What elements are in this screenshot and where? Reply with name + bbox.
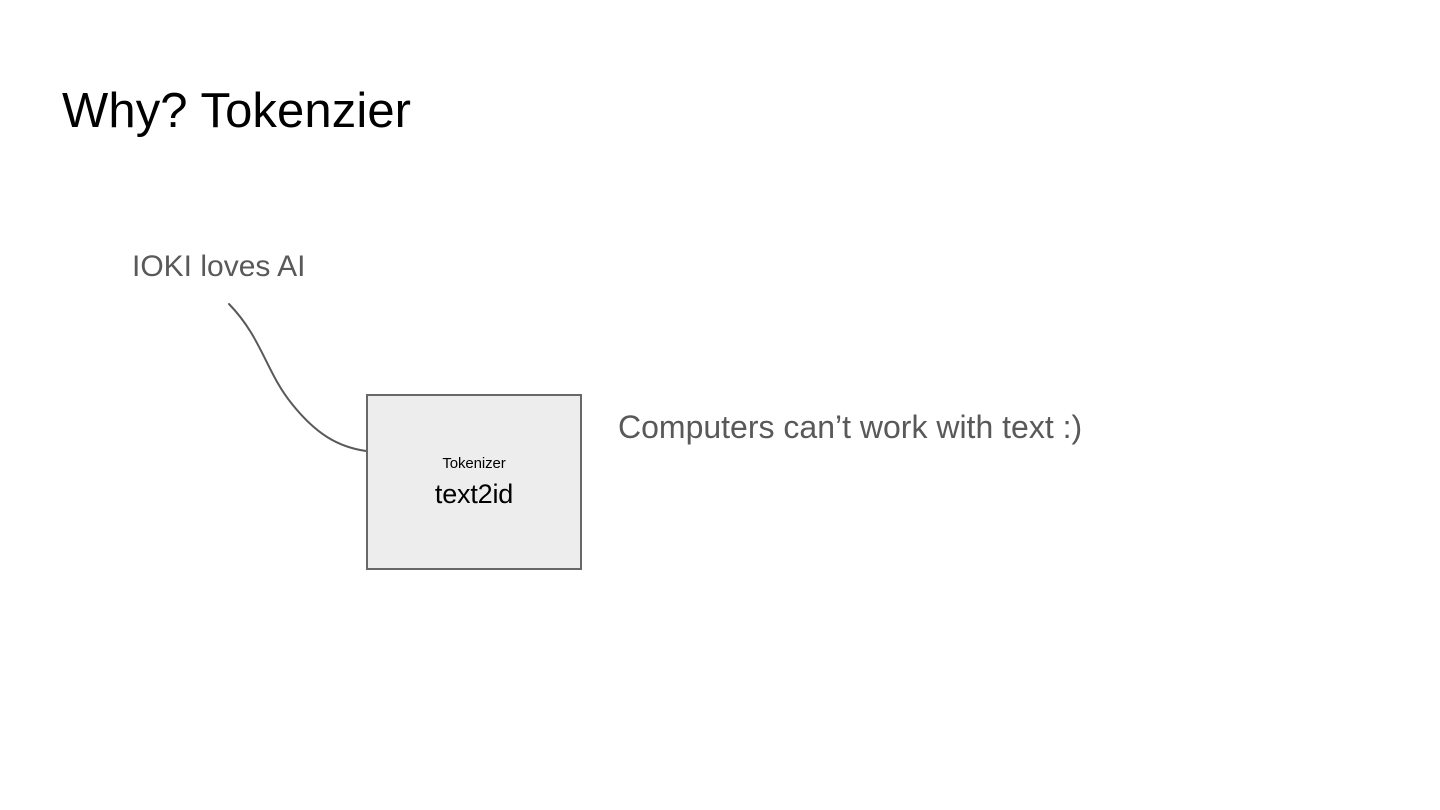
tokenizer-node-kind: Tokenizer [442, 455, 506, 472]
caption-label: Computers can’t work with text :) [618, 409, 1083, 445]
input-text-label: IOKI loves AI [132, 250, 306, 283]
page-title: Why? Tokenzier [62, 84, 412, 138]
tokenizer-node-name: text2id [434, 479, 514, 509]
connector-curve-input-to-tokenizer [228, 303, 367, 452]
tokenizer-node[interactable]: Tokenizer text2id [366, 394, 582, 570]
